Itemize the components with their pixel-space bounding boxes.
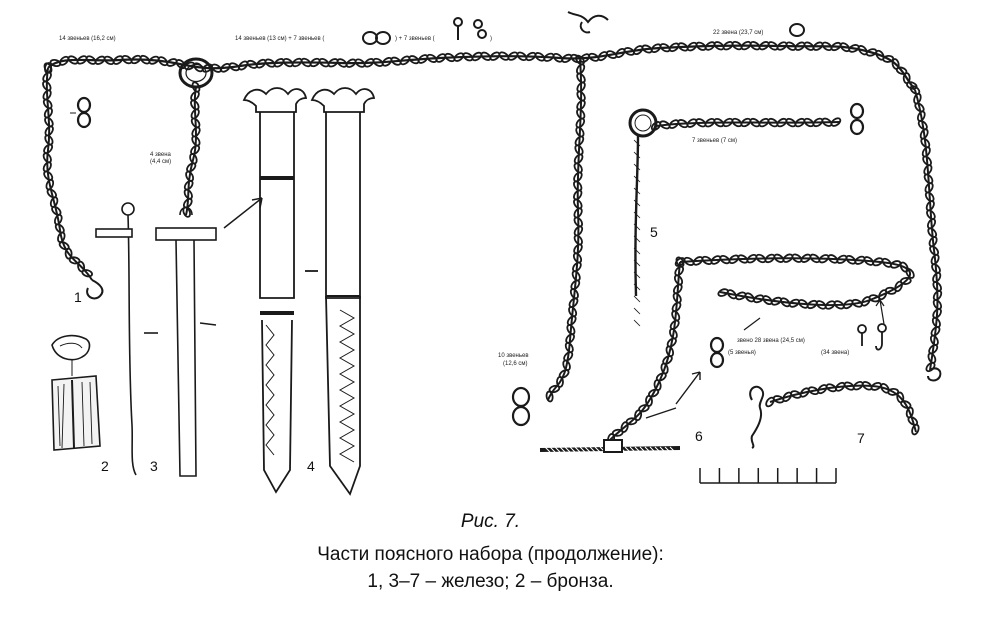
figure-materials: 1, 3–7 – железо; 2 – бронза. (367, 571, 614, 592)
item-number: 5 (650, 224, 658, 240)
figure-number: Рис. 7. (460, 511, 521, 532)
annotation: ) + 7 звеньев ( (395, 36, 435, 42)
figure-eight-link (511, 386, 531, 427)
chain-top (47, 44, 916, 91)
chain-link (545, 390, 554, 403)
chain-link (887, 387, 900, 396)
chain-link (900, 400, 912, 409)
annotation: 22 звена (23,7 см) (713, 30, 763, 36)
figure-eight-link (849, 102, 865, 136)
chain-link (562, 359, 571, 371)
annotation: 7 звеньев (7 см) (692, 138, 737, 144)
chain-right-drop (914, 89, 942, 382)
annotation: (5 звенья) (728, 350, 756, 356)
chain-link (57, 231, 66, 243)
chain-link (861, 296, 871, 307)
chain-middle-drop (547, 59, 583, 401)
annotation: 4 звена (150, 152, 172, 158)
figure-title: Части поясного набора (продолжение): (317, 544, 664, 565)
item-4-sheath-b (305, 87, 376, 496)
chain-link (882, 54, 895, 63)
item-number: 2 (101, 458, 109, 474)
item-number: 7 (857, 430, 865, 446)
chain-link (59, 55, 70, 66)
annotation: (34 звена) (821, 350, 849, 356)
chain-link (717, 288, 729, 297)
item-6 (539, 257, 911, 453)
scale-bar (699, 468, 837, 484)
figure-plate: 1 2 3 4 5 6 7 14 звеньев (16,2 см) 14 зв… (42, 11, 943, 496)
annotation: (12,6 см) (503, 361, 527, 367)
item-4-sheath-a (242, 87, 308, 494)
item-number: 1 (74, 289, 82, 305)
item-2-plaque (51, 334, 101, 451)
annotation: звено 28 звена (24,5 см) (737, 338, 805, 344)
chain-link (43, 143, 54, 154)
chain-link (191, 135, 201, 147)
chain-link (830, 117, 842, 127)
item-3-tool (155, 197, 263, 477)
annotation: (4,4 см) (150, 159, 171, 165)
chain-link (889, 260, 902, 269)
item-7 (749, 384, 917, 449)
annotation: 10 звеньев (498, 353, 529, 359)
chain-link (911, 423, 920, 436)
chain-ring-drop (185, 86, 197, 216)
chain-link (870, 381, 882, 391)
chain-link (64, 247, 73, 260)
header-link-symbols (362, 11, 805, 45)
chain-link (81, 269, 93, 278)
chain-links (42, 40, 943, 445)
item-number: 3 (150, 458, 158, 474)
small-hooks (857, 323, 887, 351)
figure-eight-link (709, 336, 725, 369)
chain-item-1 (45, 67, 104, 300)
chain-link (548, 384, 561, 394)
chain-link (556, 376, 564, 388)
chain-link (634, 409, 643, 422)
item-3-rod (95, 202, 158, 476)
annotation: ) (490, 36, 492, 42)
item-number: 4 (307, 458, 315, 474)
item-number: 6 (695, 428, 703, 444)
annotation: 14 звеньев (16,2 см) (59, 36, 116, 42)
item-5 (628, 108, 841, 327)
figure-eight-link (70, 96, 92, 129)
annotation: 14 звеньев (13 см) + 7 звеньев ( (235, 36, 324, 42)
